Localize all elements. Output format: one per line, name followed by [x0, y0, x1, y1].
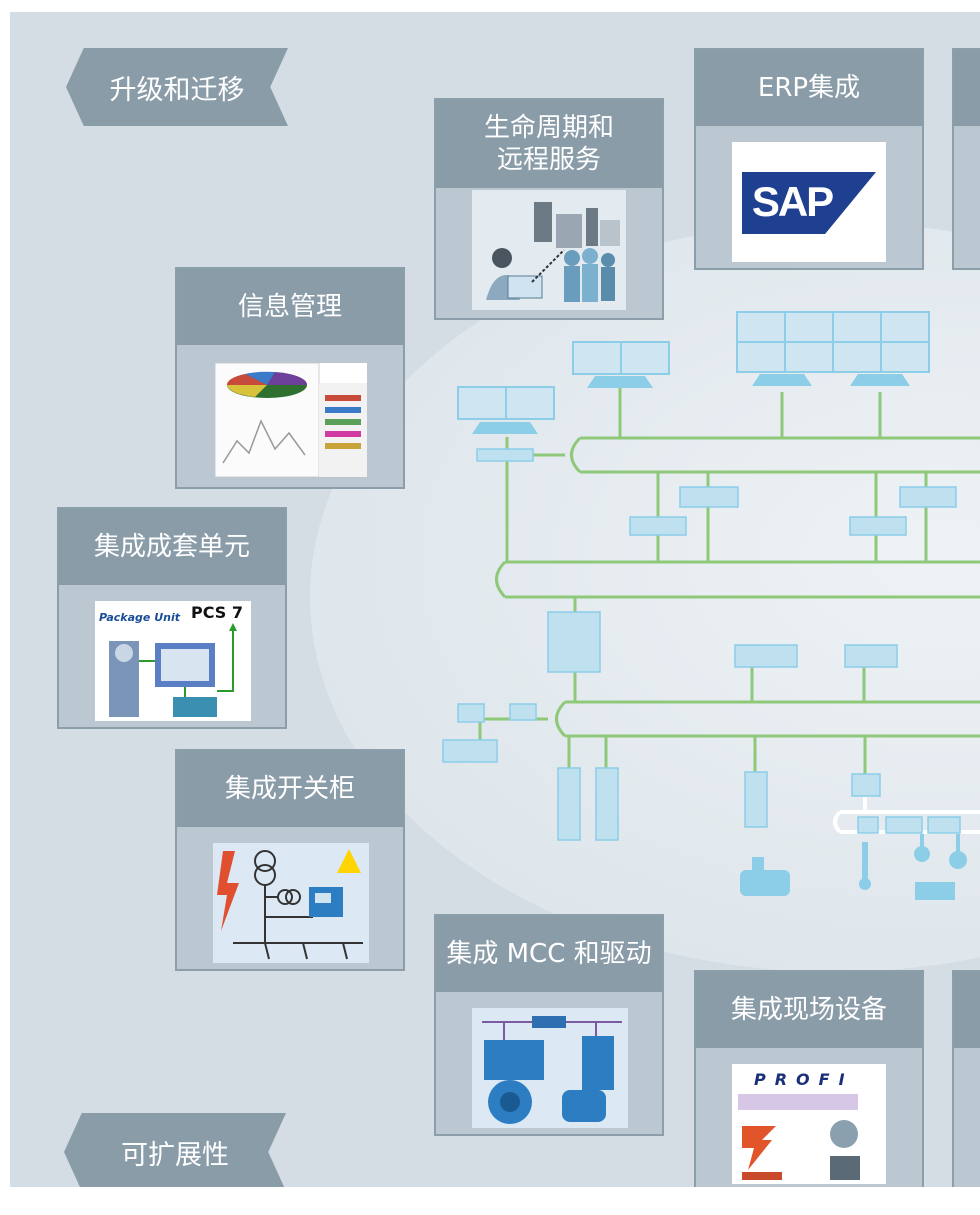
- partial-card-header: [954, 50, 980, 126]
- information-management-card: 信息管理: [175, 267, 405, 489]
- mcc-title: 集成 MCC 和驱动: [436, 916, 662, 992]
- switchgear-card: 集成开关柜: [175, 749, 405, 971]
- lifecycle-title: 生命周期和 远程服务: [436, 100, 662, 188]
- field-devices-image: PROFI: [732, 1064, 886, 1184]
- switchgear-title: 集成开关柜: [177, 751, 403, 827]
- network-diagram: [442, 311, 980, 900]
- sap-logo-text: SAP: [751, 178, 834, 225]
- info-chart-image: [215, 363, 367, 477]
- partial-card-bottom-right: [952, 970, 980, 1187]
- lifecycle-remote-service-card: 生命周期和 远程服务: [434, 98, 664, 320]
- field-title: 集成现场设备: [696, 972, 922, 1048]
- lifecycle-image: [472, 190, 626, 310]
- profi-label: PROFI: [754, 1070, 854, 1089]
- mcc-image: [472, 1008, 628, 1128]
- scalability-tag: 可扩展性: [64, 1113, 286, 1187]
- field-devices-card: 集成现场设备 PROFI: [694, 970, 924, 1187]
- package-unit-label: Package Unit: [99, 611, 180, 624]
- package-title: 集成成套单元: [59, 509, 285, 585]
- erp-title: ERP集成: [696, 50, 922, 126]
- partial-card-top-right: [952, 48, 980, 270]
- package-unit-image: Package Unit PCS 7: [95, 601, 251, 721]
- switchgear-image: [213, 843, 369, 963]
- mcc-drives-card: 集成 MCC 和驱动: [434, 914, 664, 1136]
- upgrade-migration-tag: 升级和迁移: [66, 48, 288, 126]
- sap-logo: SAP: [732, 142, 886, 262]
- pcs7-label: PCS 7: [191, 603, 243, 622]
- package-unit-card: 集成成套单元 Package Unit PCS 7: [57, 507, 287, 729]
- info-title: 信息管理: [177, 269, 403, 345]
- diagram-canvas: 升级和迁移 生命周期和 远程服务 ERP集成 SA: [10, 12, 980, 1187]
- erp-integration-card: ERP集成 SAP: [694, 48, 924, 270]
- partial-card-bottom-header: [954, 972, 980, 1048]
